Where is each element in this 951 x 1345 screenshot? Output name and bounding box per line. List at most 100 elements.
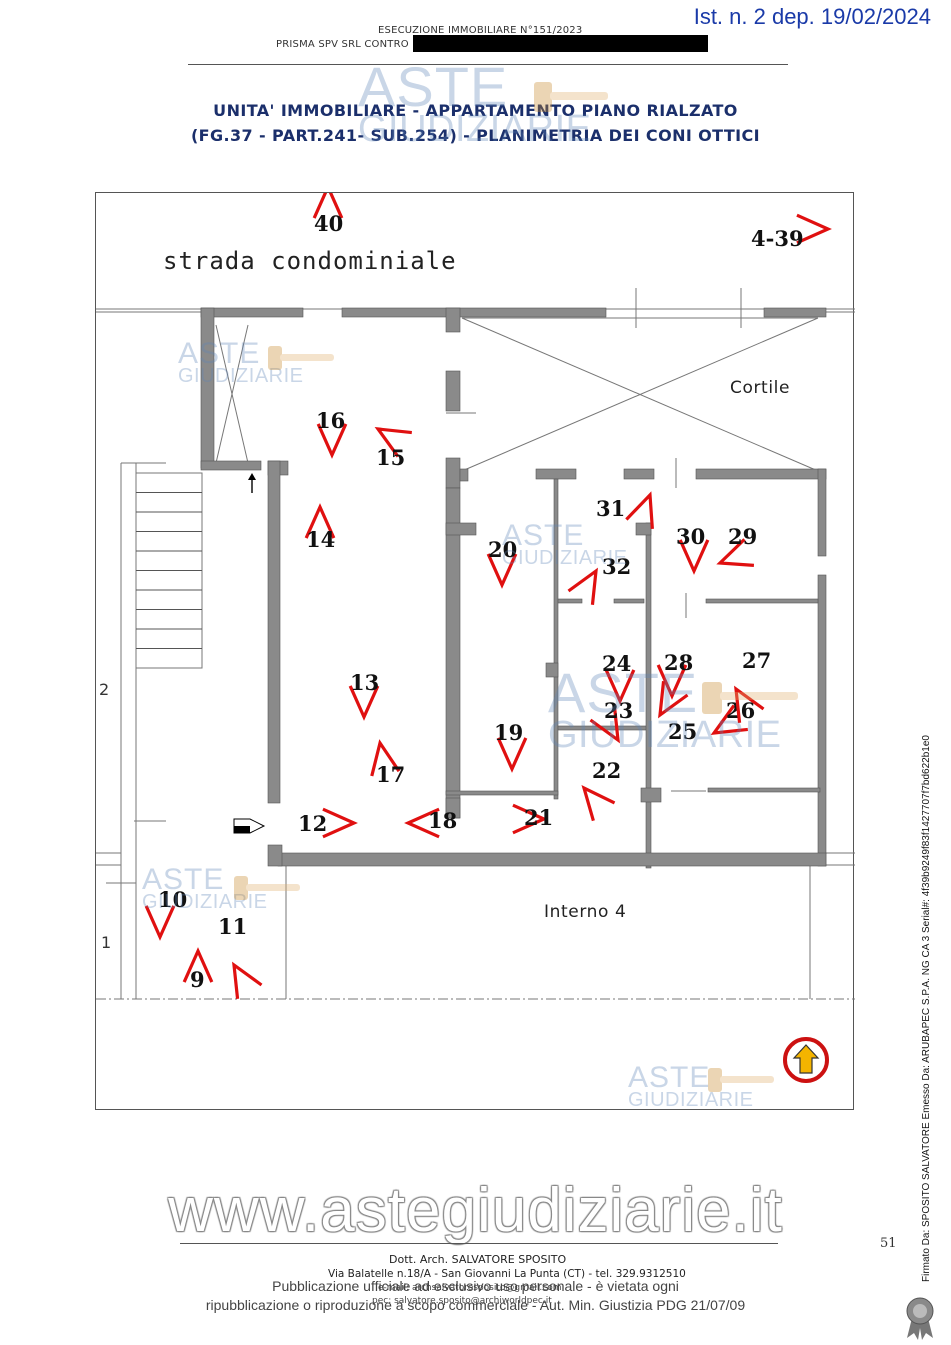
viewpoint-label-11: 11 [218,914,247,939]
gavel-icon [708,1068,774,1092]
watermark-brand-top: ASTE [502,519,585,552]
viewpoint-cone-4-39 [796,213,832,245]
watermark-logo-right: ASTE GIUDIZIARIE [548,661,782,757]
watermark-brand-bottom: GIUDIZIARIE [142,891,268,913]
floor-plan: strada condominiale Cortile Interno 4 2 … [95,192,855,1110]
watermark-logo-center: ASTE GIUDIZIARIE [502,519,628,569]
watermark-logo-left: ASTE GIUDIZIARIE [178,337,304,387]
watermark-brand-bottom: GIUDIZIARIE [358,108,592,151]
seal-badge-icon [906,1297,934,1340]
viewpoint-cone-30 [678,539,710,575]
viewpoint-label-29: 29 [728,524,757,549]
publication-notice: Pubblicazione ufficiale ad esclusivo uso… [0,1277,951,1315]
watermark-logo-bottom-right: ASTE GIUDIZIARIE [628,1061,754,1111]
viewpoint-label-23: 23 [604,698,633,723]
gavel-icon [234,876,300,900]
watermark-brand-bottom: GIUDIZIARIE [502,547,628,569]
viewpoint-label-12: 12 [298,811,327,836]
redaction-bar [413,35,708,52]
viewpoint-label-25: 25 [668,719,697,744]
viewpoint-cone-31 [625,491,654,530]
watermark-brand-bottom: GIUDIZIARIE [548,714,782,757]
viewpoint-label-15: 15 [376,445,405,470]
publication-notice-line-2: ripubblicazione o riproduzione a scopo c… [205,1296,746,1313]
watermark-logo-bottom-left: ASTE GIUDIZIARIE [142,863,268,913]
viewpoint-label-28: 28 [664,650,693,675]
viewpoint-cone-18 [404,807,440,839]
page-number: 51 [880,1236,897,1251]
viewpoint-label-19: 19 [494,720,523,745]
viewpoint-cone-11 [232,961,263,999]
side-number-1: 1 [101,933,112,952]
viewpoint-cone-12 [322,807,358,839]
footer-pec: pec: salvatore.sposito@archiworldpec.it [372,1296,552,1306]
viewpoint-label-21: 21 [524,805,553,830]
viewpoint-cone-28 [656,664,688,700]
entrance-arrow-icon [233,818,266,834]
viewpoint-label-32: 32 [602,554,631,579]
viewpoint-cone-29 [716,538,755,567]
watermark-brand-top: ASTE [358,55,509,118]
viewpoint-cone-20 [486,553,518,589]
watermark-brand-bottom: GIUDIZIARIE [178,365,304,387]
watermark-brand-top: ASTE [142,863,225,896]
stairs-up-arrow-icon [248,473,256,493]
page-title-line-2: (FG.37 - PART.241- SUB.254) - PLANIMETRI… [190,126,761,145]
page-title-line-1: UNITA' IMMOBILIARE - APPARTAMENTO PIANO … [213,101,738,120]
viewpoint-cone-24 [604,669,636,705]
footer-email: e-mail: archsalvatoresposito@gmail.com [378,1283,562,1293]
viewpoint-cone-10 [144,905,176,941]
interior-label: Interno 4 [544,902,627,922]
viewpoint-label-24: 24 [602,651,631,676]
viewpoint-cone-16 [316,423,348,459]
floor-plan-drawing [96,288,855,1000]
viewpoint-label-22: 22 [592,758,621,783]
watermark-brand-top: ASTE [178,337,261,370]
footer-author: Dott. Arch. SALVATORE SPOSITO [389,1253,567,1266]
footer-address: Via Balatelle n.18/A - San Giovanni La P… [328,1268,686,1280]
viewpoint-cone-23 [589,706,620,744]
procedure-number: ESECUZIONE IMMOBILIARE N°151/2023 [378,25,583,36]
viewpoint-cone-40 [312,193,344,219]
viewpoint-label-31: 31 [596,496,625,521]
north-arrow-icon [783,1037,829,1083]
viewpoint-cone-22 [581,784,616,822]
watermark-brand-bottom: GIUDIZIARIE [628,1089,754,1111]
watermark-brand-top: ASTE [628,1061,711,1094]
viewpoint-label-16: 16 [316,408,345,433]
digital-signature: Firmato Da: SPOSITO SALVATORE Emesso Da:… [921,735,932,1282]
viewpoint-cone-26 [710,704,748,735]
viewpoint-label-18: 18 [428,808,457,833]
header-rule [188,64,788,65]
side-number-2: 2 [99,680,110,699]
footer-rule [180,1243,778,1244]
viewpoint-label-13: 13 [350,670,379,695]
watermark-brand-top: ASTE [548,661,699,724]
watermark-site-url: www.astegiudiziarie.it [168,1176,783,1245]
viewpoint-cone-25 [658,681,689,719]
viewpoint-cone-21 [512,803,548,835]
viewpoint-label-10: 10 [158,887,187,912]
viewpoint-label-17: 17 [376,762,405,787]
watermark-logo-top: ASTE GIUDIZIARIE [358,55,592,151]
gavel-icon [268,346,334,370]
viewpoint-label-14: 14 [306,527,335,552]
viewpoint-cone-32 [567,567,598,605]
viewpoint-cone-19 [496,737,528,773]
viewpoint-cone-17 [370,739,401,777]
viewpoint-cone-27 [734,685,765,723]
viewpoint-cone-14 [304,503,336,539]
viewpoint-label-4-39: 4-39 [751,226,804,251]
deposit-stamp: Ist. n. 2 dep. 19/02/2024 [693,4,931,29]
publication-notice-line-1: Pubblicazione ufficiale ad esclusivo uso… [272,1278,679,1294]
viewpoint-cone-9 [182,947,214,983]
viewpoint-label-30: 30 [676,524,705,549]
viewpoint-cone-15 [374,427,412,458]
viewpoint-cone-13 [348,685,380,721]
viewpoint-label-27: 27 [742,648,771,673]
viewpoint-label-40: 40 [314,211,343,236]
street-label: strada condominiale [163,247,457,275]
viewpoint-label-20: 20 [488,537,517,562]
gavel-icon [534,82,608,112]
